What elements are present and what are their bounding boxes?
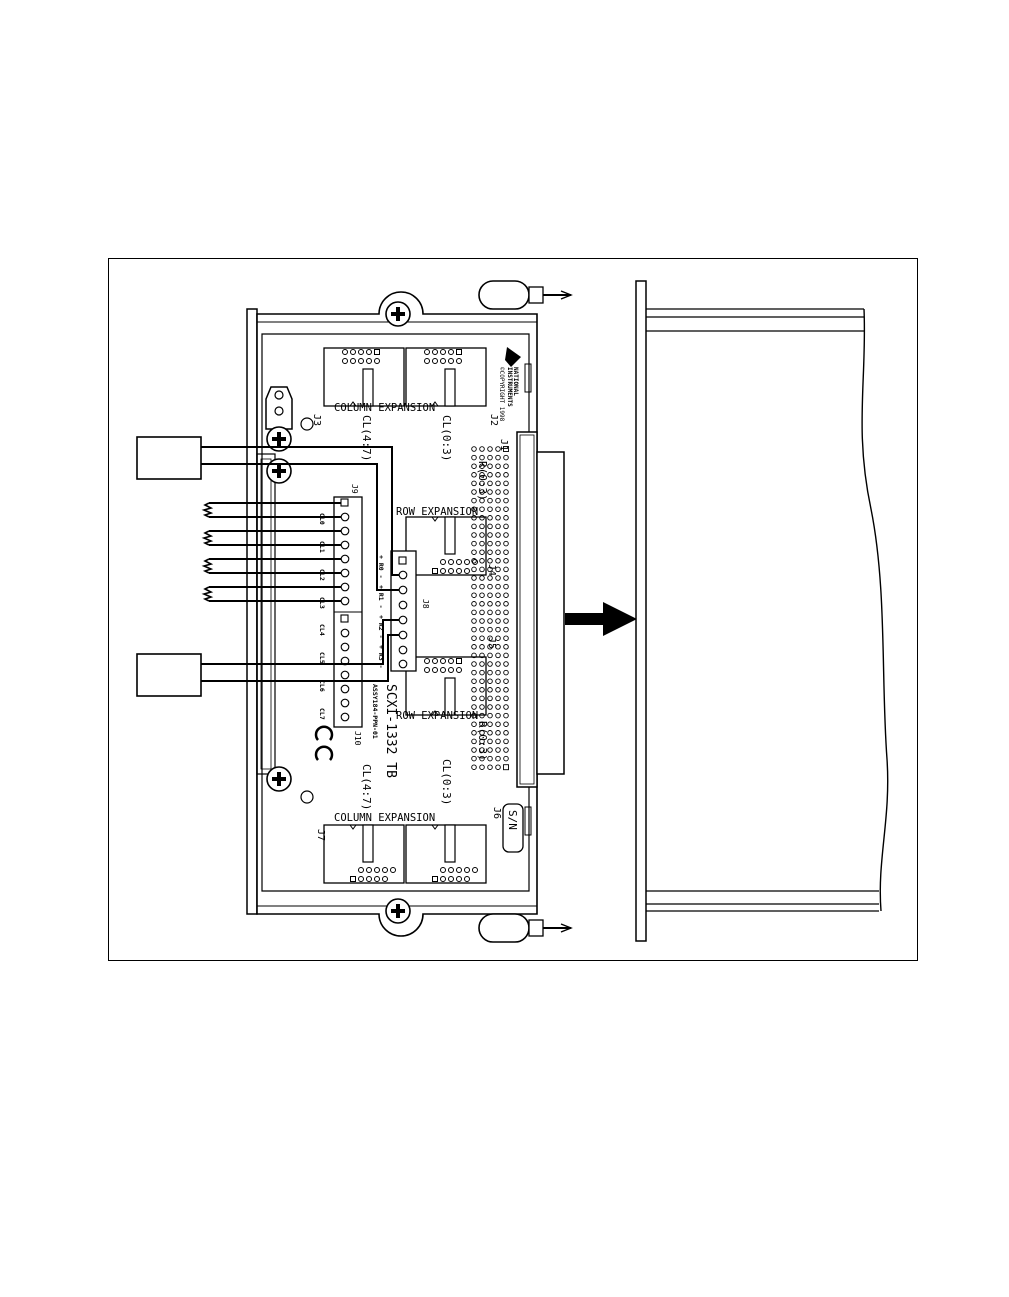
label-row-expansion-upper: ROW EXPANSION xyxy=(396,506,478,518)
label-cl-0-3-top: CL(0:3) xyxy=(440,415,453,461)
module-front-panel xyxy=(636,281,646,941)
label-cl5: CL5 xyxy=(318,652,326,664)
label-r-0-3-lower: R(0:3) xyxy=(476,721,489,761)
label-r1: + R1 - xyxy=(377,585,385,608)
label-j6: J6 xyxy=(491,807,502,819)
label-row-expansion-lower: ROW EXPANSION xyxy=(396,710,478,722)
label-j2: J2 xyxy=(488,414,499,426)
field-device-lower xyxy=(137,654,201,696)
label-r-0-3-upper: R(0:3) xyxy=(476,461,489,501)
screw-icon xyxy=(386,302,410,326)
label-cl1: CL1 xyxy=(318,541,326,553)
screw-icon xyxy=(386,899,410,923)
label-cl0: CL0 xyxy=(318,513,326,525)
strain-relief-lever-icon xyxy=(266,387,292,429)
row-expansion-connector-j5 xyxy=(406,657,486,715)
row-screw-terminal-j8 xyxy=(391,551,416,671)
label-j10: J10 xyxy=(353,731,362,746)
label-copyright: ©COPYRIGHT 1998 xyxy=(498,367,505,422)
field-device-upper xyxy=(137,437,201,479)
label-r3: + R3 - xyxy=(377,645,385,668)
scxi-1332-insertion-diagram: J3 J2 COLUMN EXPANSION J1 CL(4:7) CL(0:3… xyxy=(108,258,918,961)
scxi-module xyxy=(636,281,888,941)
insertion-arrow-icon xyxy=(565,602,637,636)
label-serial-number: S/N xyxy=(506,810,519,830)
module-break-line xyxy=(862,309,888,911)
label-cl-0-3-bottom: CL(0:3) xyxy=(440,759,453,805)
front-panel xyxy=(247,309,257,914)
label-j4: J4 xyxy=(486,564,497,576)
label-cl6: CL6 xyxy=(318,680,326,692)
guide-pin-icon xyxy=(479,914,571,942)
label-j5: J5 xyxy=(486,637,497,649)
screw-icon xyxy=(267,459,291,483)
label-j3: J3 xyxy=(311,414,322,426)
label-model: SCXI-1332 TB xyxy=(383,684,398,778)
label-column-expansion-top-h: COLUMN EXPANSION xyxy=(334,402,435,414)
label-cl7: CL7 xyxy=(318,708,326,720)
terminal-block-board xyxy=(247,281,571,942)
label-cl-4-7-bottom: CL(4:7) xyxy=(360,764,373,810)
label-j9: J9 xyxy=(350,484,359,494)
resistor-icon xyxy=(204,503,211,517)
label-assembly: ASSY184-PPN-01 xyxy=(371,684,379,739)
resistor-icon xyxy=(204,559,211,573)
resistor-icon xyxy=(204,587,211,601)
label-j1: J1 xyxy=(498,439,509,451)
label-column-expansion-bottom: COLUMN EXPANSION xyxy=(334,812,435,824)
diagram-drawing: J3 J2 COLUMN EXPANSION J1 CL(4:7) CL(0:3… xyxy=(109,259,919,962)
label-r2: + R2 - xyxy=(377,615,385,638)
label-cl3: CL3 xyxy=(318,597,326,609)
label-logo-line2: INSTRUMENTS xyxy=(506,367,513,407)
label-cl2: CL2 xyxy=(318,569,326,581)
label-j8: J8 xyxy=(421,599,430,609)
guide-pin-icon xyxy=(479,281,571,309)
label-cl4: CL4 xyxy=(318,624,326,636)
label-j7: J7 xyxy=(315,829,326,841)
screw-icon xyxy=(267,767,291,791)
label-cl-4-7-top: CL(4:7) xyxy=(360,415,373,461)
label-r0: + R0 - xyxy=(377,555,385,578)
resistor-icon xyxy=(204,531,211,545)
